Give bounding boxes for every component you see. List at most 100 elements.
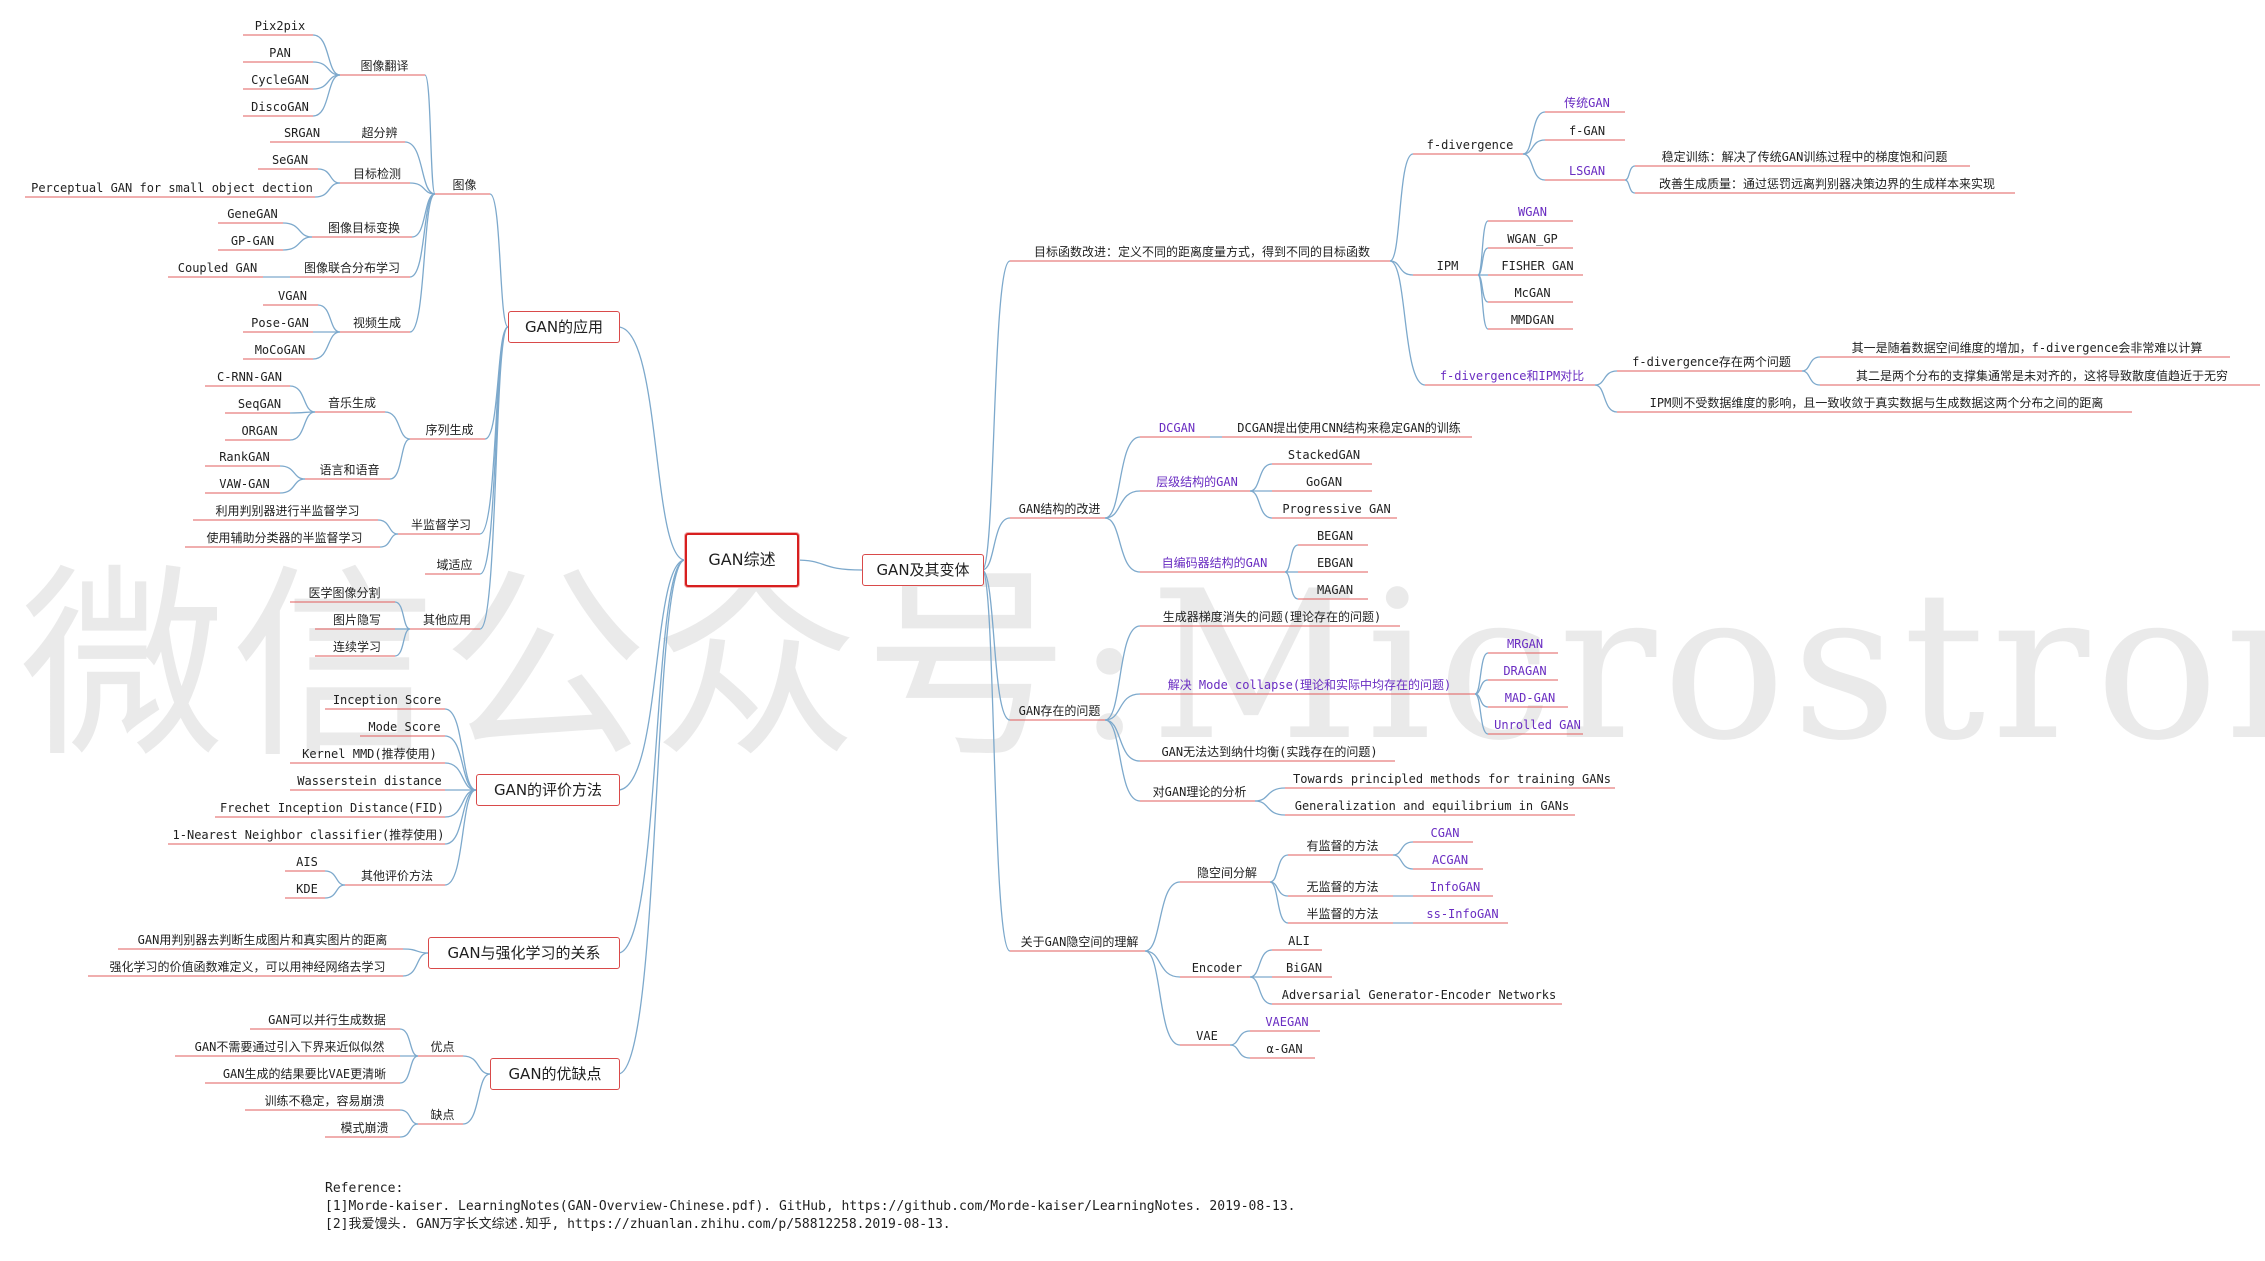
node-ipm[interactable]: IPM <box>1436 259 1459 273</box>
node-ais[interactable]: AIS <box>296 855 318 869</box>
node-madgan[interactable]: MAD-GAN <box>1504 691 1556 705</box>
node-gogan[interactable]: GoGAN <box>1305 475 1343 489</box>
node-segan[interactable]: SeGAN <box>271 153 309 167</box>
node-p1[interactable]: GAN可以并行生成数据 <box>268 1013 386 1027</box>
node-lsa[interactable]: 稳定训练：解决了传统GAN训练过程中的梯度饱和问题 <box>1661 150 1948 164</box>
node-obj[interactable]: 目标函数改进：定义不同的距离度量方式，得到不同的目标函数 <box>1033 245 1370 259</box>
node-c2[interactable]: 模式崩溃 <box>340 1121 389 1135</box>
node-crnn[interactable]: C-RNN-GAN <box>216 370 283 384</box>
node-hier[interactable]: 层级结构的GAN <box>1156 475 1238 489</box>
node-wgangp[interactable]: WGAN_GP <box>1507 232 1558 246</box>
node-mmdgan[interactable]: MMDGAN <box>1510 313 1555 327</box>
node-magan[interactable]: MAGAN <box>1316 583 1354 597</box>
node-vgan[interactable]: VGAN <box>278 289 307 303</box>
node-coll[interactable]: 解决 Mode collapse(理论和实际中均存在的问题) <box>1167 678 1452 692</box>
node-autoenc[interactable]: 自编码器结构的GAN <box>1161 556 1268 570</box>
node-gene[interactable]: GeneGAN <box>227 207 278 221</box>
node-kmmd[interactable]: Kernel MMD(推荐使用) <box>302 747 437 761</box>
node-agenc[interactable]: Adversarial Generator-Encoder Networks <box>1281 988 1557 1002</box>
node-gp[interactable]: GP-GAN <box>230 234 275 248</box>
node-dcn[interactable]: DCGAN提出使用CNN结构来稳定GAN的训练 <box>1237 421 1461 435</box>
node-vaw[interactable]: VAW-GAN <box>219 477 270 491</box>
node-acgan[interactable]: ACGAN <box>1431 853 1469 867</box>
node-disco[interactable]: DiscoGAN <box>251 100 309 114</box>
node-general[interactable]: Generalization and equilibrium in GANs <box>1294 799 1570 813</box>
node-pan[interactable]: PAN <box>269 46 291 60</box>
node-stego[interactable]: 图片隐写 <box>332 613 381 627</box>
node-pros[interactable]: 优点 <box>430 1040 455 1054</box>
node-ftwo[interactable]: f-divergence存在两个问题 <box>1632 355 1791 369</box>
node-percep[interactable]: Perceptual GAN for small object dection <box>31 181 313 195</box>
node-ebgan[interactable]: EBGAN <box>1316 556 1354 570</box>
node-det[interactable]: 目标检测 <box>352 167 401 181</box>
node-organ[interactable]: ORGAN <box>241 424 278 438</box>
node-began[interactable]: BEGAN <box>1316 529 1354 543</box>
node-semi[interactable]: 半监督的方法 <box>1306 907 1379 921</box>
node-rank[interactable]: RankGAN <box>219 450 270 464</box>
node-lang[interactable]: 语言和语音 <box>319 463 380 477</box>
node-trans[interactable]: 图像翻译 <box>360 59 409 73</box>
node-oeval[interactable]: 其他评价方法 <box>360 869 433 883</box>
node-srgan[interactable]: SRGAN <box>283 126 321 140</box>
node-p2[interactable]: GAN不需要通过引入下界来近似似然 <box>194 1040 385 1054</box>
branch-node-eval[interactable]: GAN的评价方法 <box>476 774 620 806</box>
node-semi1[interactable]: 利用判别器进行半监督学习 <box>215 504 360 518</box>
node-cmp[interactable]: f-divergence和IPM对比 <box>1439 369 1585 383</box>
node-domain[interactable]: 域适应 <box>436 558 473 572</box>
branch-node-apps[interactable]: GAN的应用 <box>508 311 620 343</box>
node-p3[interactable]: GAN生成的结果要比VAE更清晰 <box>222 1067 387 1081</box>
node-c1[interactable]: 训练不稳定，容易崩溃 <box>264 1094 385 1108</box>
node-prog[interactable]: Progressive GAN <box>1282 502 1391 516</box>
node-other[interactable]: 其他应用 <box>422 613 471 627</box>
node-mcgan[interactable]: McGAN <box>1514 286 1551 300</box>
node-pix[interactable]: Pix2pix <box>254 19 306 33</box>
node-semisup[interactable]: 半监督学习 <box>410 518 471 532</box>
node-trf[interactable]: 图像目标变换 <box>327 221 400 235</box>
node-nn[interactable]: 1-Nearest Neighbor classifier(推荐使用) <box>172 828 445 842</box>
node-wgan[interactable]: WGAN <box>1518 205 1547 219</box>
node-ssinfo[interactable]: ss-InfoGAN <box>1426 907 1499 921</box>
node-fisher[interactable]: FISHER GAN <box>1501 259 1574 273</box>
node-decomp[interactable]: 隐空间分解 <box>1196 866 1257 880</box>
node-fid[interactable]: Frechet Inception Distance(FID) <box>220 801 444 815</box>
node-seqgan[interactable]: SeqGAN <box>237 397 282 411</box>
node-med[interactable]: 医学图像分割 <box>308 586 381 600</box>
node-fgan[interactable]: f-GAN <box>1568 124 1606 138</box>
node-is[interactable]: Inception Score <box>332 693 442 707</box>
node-kde[interactable]: KDE <box>296 882 318 896</box>
node-music[interactable]: 音乐生成 <box>327 396 376 410</box>
node-unsup[interactable]: 无监督的方法 <box>1306 880 1379 894</box>
node-cycle[interactable]: CycleGAN <box>251 73 309 87</box>
node-sup[interactable]: 有监督的方法 <box>1306 839 1379 853</box>
node-wass[interactable]: Wasserstein distance <box>297 774 442 788</box>
node-nash[interactable]: GAN无法达到纳什均衡(实践存在的问题) <box>1161 745 1378 759</box>
node-str[interactable]: GAN结构的改进 <box>1018 502 1101 516</box>
node-sr[interactable]: 超分辨 <box>361 126 398 140</box>
node-cgan[interactable]: CGAN <box>1430 826 1460 840</box>
node-semi2[interactable]: 使用辅助分类器的半监督学习 <box>206 531 363 545</box>
node-vanish[interactable]: 生成器梯度消失的问题(理论存在的问题) <box>1162 610 1382 624</box>
node-pose[interactable]: Pose-GAN <box>251 316 309 330</box>
node-video[interactable]: 视频生成 <box>352 316 401 330</box>
node-theory[interactable]: 对GAN理论的分析 <box>1152 785 1247 799</box>
node-coupled[interactable]: Coupled GAN <box>177 261 258 275</box>
node-joint[interactable]: 图像联合分布学习 <box>303 261 400 275</box>
node-bigan[interactable]: BiGAN <box>1285 961 1323 975</box>
node-unrolled[interactable]: Unrolled GAN <box>1494 718 1581 732</box>
node-fp2[interactable]: 其二是两个分布的支撑集通常是未对齐的，这将导致散度值趋近于无穷 <box>1855 369 2228 383</box>
node-dcgan[interactable]: DCGAN <box>1158 421 1196 435</box>
node-mrgan[interactable]: MRGAN <box>1506 637 1544 651</box>
node-seq[interactable]: 序列生成 <box>425 423 474 437</box>
node-infogan[interactable]: InfoGAN <box>1429 880 1481 894</box>
branch-node-pc[interactable]: GAN的优缺点 <box>490 1058 620 1090</box>
node-rla[interactable]: GAN用判别器去判断生成图片和真实图片的距离 <box>137 933 388 947</box>
node-vae[interactable]: VAE <box>1196 1029 1218 1043</box>
node-trad[interactable]: 传统GAN <box>1564 96 1610 110</box>
node-prob[interactable]: GAN存在的问题 <box>1018 704 1101 718</box>
node-rlb[interactable]: 强化学习的价值函数难定义，可以用神经网络去学习 <box>109 960 386 974</box>
node-moco[interactable]: MoCoGAN <box>254 343 306 357</box>
branch-node-rl[interactable]: GAN与强化学习的关系 <box>428 937 620 969</box>
node-vaegan[interactable]: VAEGAN <box>1265 1015 1309 1029</box>
node-lsgan[interactable]: LSGAN <box>1568 164 1606 178</box>
node-ipmn[interactable]: IPM则不受数据维度的影响，且一致收敛于真实数据与生成数据这两个分布之间的距离 <box>1649 396 2104 410</box>
